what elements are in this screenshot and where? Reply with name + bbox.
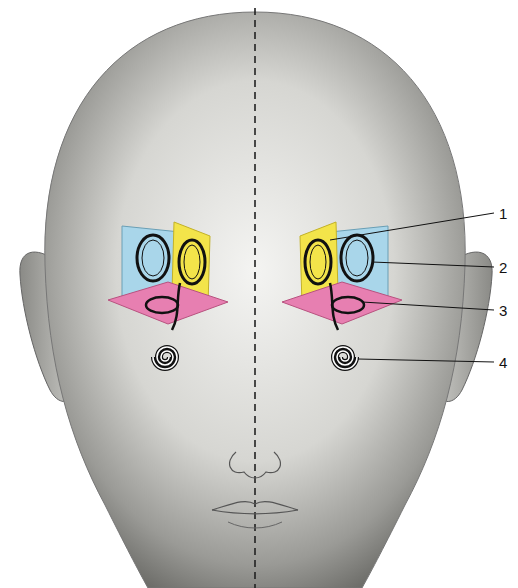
leader-line — [330, 213, 494, 240]
callout-number: 3 — [499, 303, 507, 318]
leader-line — [372, 262, 494, 267]
leader-line — [362, 302, 494, 310]
callout-number: 2 — [499, 260, 507, 275]
right-labyrinth — [282, 222, 402, 369]
left-labyrinth — [108, 222, 228, 369]
callout-number: 1 — [499, 206, 507, 221]
nose — [230, 452, 281, 478]
upper-lip — [212, 502, 298, 510]
leader-line — [358, 359, 494, 362]
mouth-line — [212, 510, 298, 514]
callout-number: 4 — [499, 355, 507, 370]
lower-lip — [228, 522, 282, 528]
median-plane-line — [254, 8, 256, 588]
